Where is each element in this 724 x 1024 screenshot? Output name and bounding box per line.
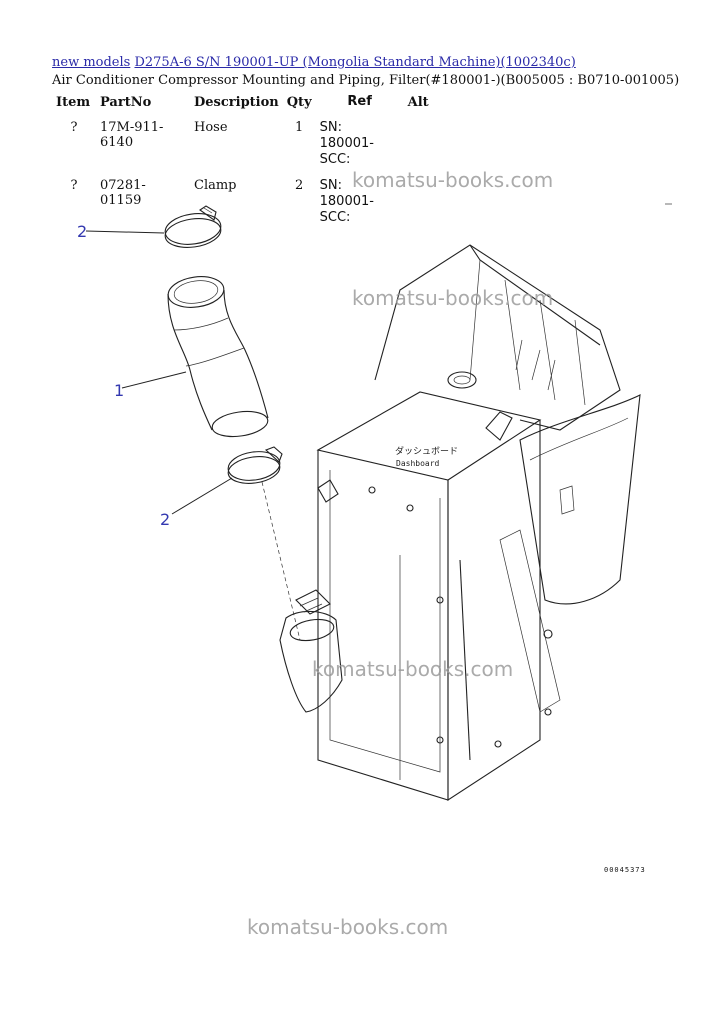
cell-partno: 17M-911-6140 (100, 120, 164, 150)
parts-table: Item PartNo Description Qty Ref Alt ? 17… (52, 92, 442, 232)
cell-ref: SN: 180001-SCC: (319, 120, 374, 167)
cell-partno: 07281-01159 (100, 178, 146, 208)
breadcrumb: new models D275A-6 S/N 190001-UP (Mongol… (52, 55, 576, 70)
table-header-row: Item PartNo Description Qty Ref Alt (52, 92, 442, 116)
cell-qty: 2 (295, 178, 304, 193)
col-partno: PartNo (100, 94, 152, 110)
clamp-top-drawing (164, 205, 222, 248)
cell-description: Hose (194, 120, 228, 135)
watermark: komatsu-books.com (352, 286, 554, 310)
col-description: Description (194, 94, 279, 110)
cell-description: Clamp (194, 178, 237, 193)
leader-line-clamp-top (85, 230, 165, 234)
callout-2-bottom: 2 (160, 510, 170, 529)
parts-diagram: 2 1 2 (77, 203, 672, 802)
cell-alt (404, 116, 442, 174)
label-dashboard-en: Dashboard (396, 459, 440, 468)
callout-2-top: 2 (77, 222, 87, 241)
page-subtitle: Air Conditioner Compressor Mounting and … (52, 73, 679, 88)
table-row: ? 17M-911-6140 Hose 1 SN: 180001-SCC: (52, 116, 442, 174)
cell-item: ? (70, 178, 78, 193)
col-qty: Qty (286, 94, 312, 110)
callout-1: 1 (114, 381, 124, 400)
watermark: komatsu-books.com (352, 168, 554, 192)
watermark: komatsu-books.com (247, 915, 449, 939)
label-dashboard-jp: ダッシュボード (395, 445, 458, 457)
breadcrumb-link-model[interactable]: D275A-6 S/N 190001-UP (Mongolia Standard… (134, 55, 576, 70)
cell-qty: 1 (295, 120, 304, 135)
dashboard-unit-drawing (316, 244, 641, 802)
table-row: ? 07281-01159 Clamp 2 SN: 180001-SCC: (52, 174, 442, 232)
col-alt: Alt (407, 94, 429, 110)
drawing-code: 00045373 (604, 866, 646, 874)
watermark: komatsu-books.com (312, 657, 514, 681)
leader-line-hose (121, 371, 187, 389)
clamp-bottom-drawing (227, 446, 283, 484)
page-subtitle-text: Air Conditioner Compressor Mounting and … (52, 73, 680, 88)
cell-item: ? (70, 120, 78, 135)
breadcrumb-link-new-models[interactable]: new models (52, 55, 131, 70)
hose-drawing (167, 276, 269, 438)
col-item: Item (56, 94, 91, 110)
leader-line-clamp-bottom (171, 477, 233, 515)
col-ref: Ref (347, 94, 372, 109)
cell-ref: SN: 180001-SCC: (319, 178, 374, 225)
duct-outlet-drawing (279, 589, 343, 713)
